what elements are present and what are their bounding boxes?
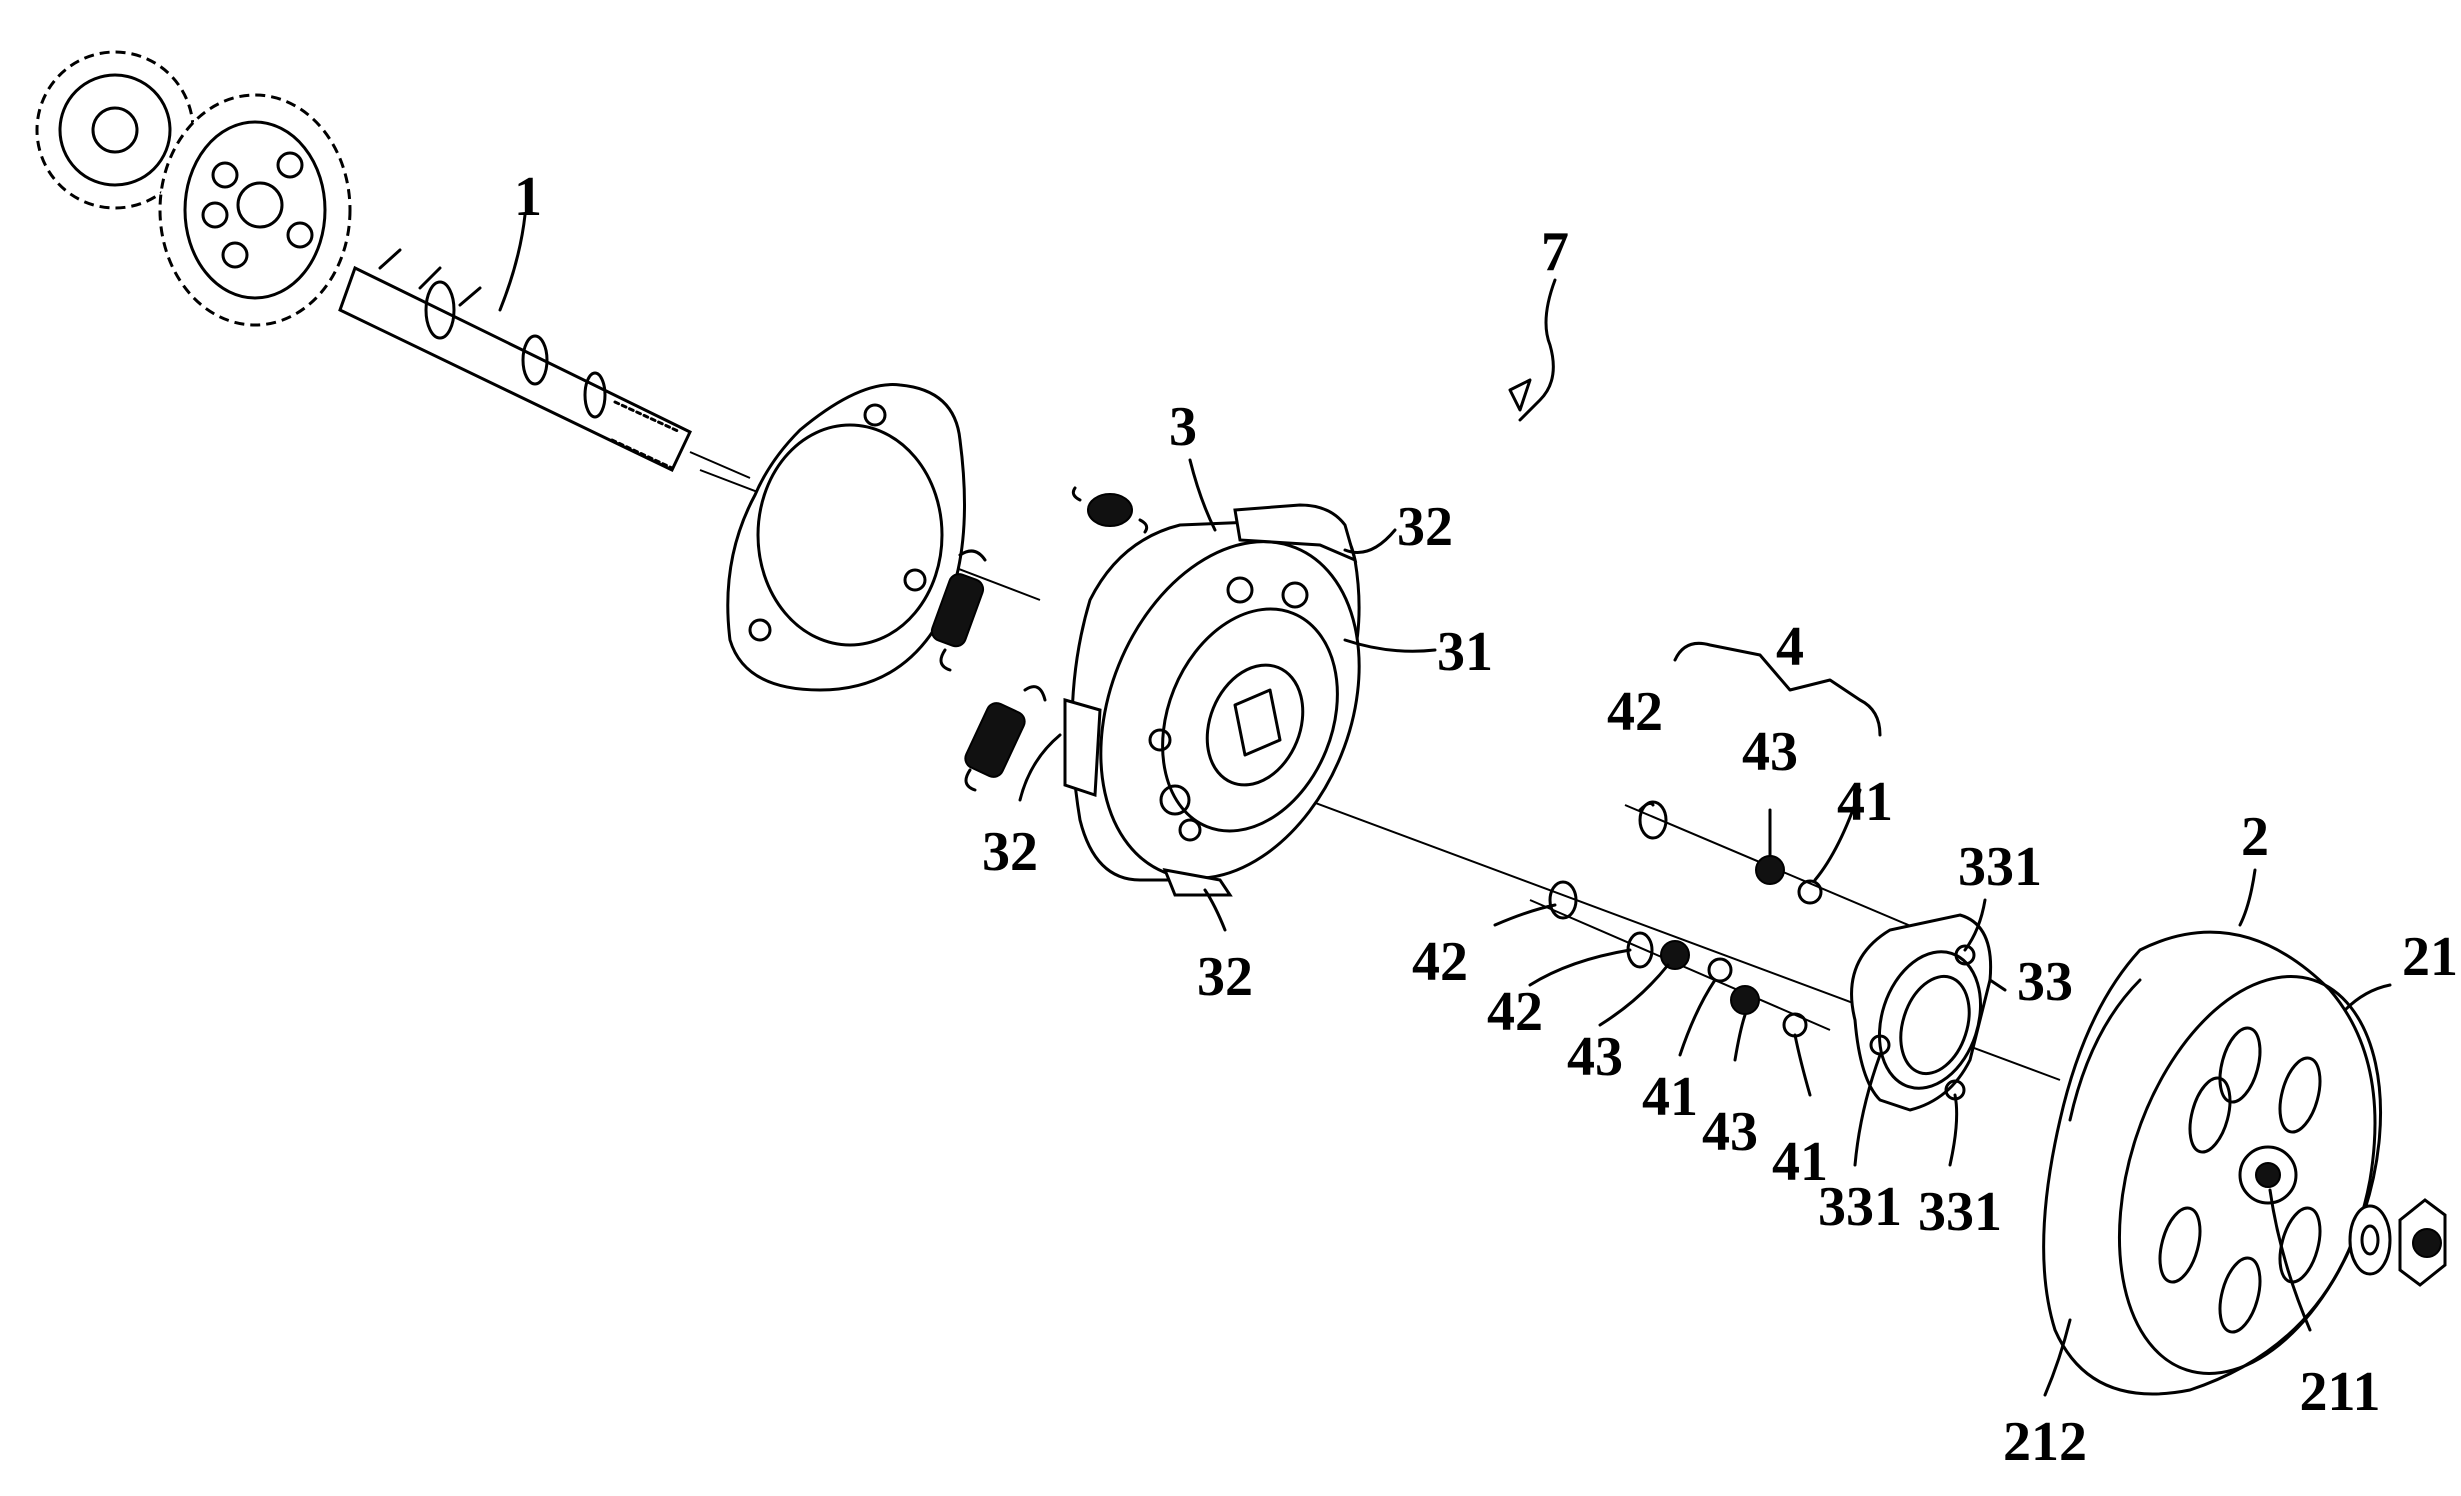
label-shoe-top: 32 (1397, 496, 1453, 558)
label-damper-group: 4 (1776, 616, 1804, 678)
spring-left (962, 687, 1045, 790)
label-clutch-plate: 3 (1169, 396, 1197, 458)
label-washer-a: 41 (1837, 771, 1893, 833)
label-drum-hub: 211 (2300, 1361, 2381, 1423)
drive-gears (37, 52, 350, 325)
main-shaft (340, 250, 750, 478)
label-drum: 2 (2241, 806, 2269, 868)
label-ring-a: 42 (1607, 681, 1663, 743)
clutch-drum (2044, 932, 2428, 1407)
label-hole-right: 331 (1918, 1181, 2002, 1243)
label-shoe-bottom: 32 (1197, 946, 1253, 1008)
label-drum-face: 212 (2003, 1411, 2087, 1473)
label-ball-b: 43 (1567, 1026, 1623, 1088)
label-plate-face: 31 (1437, 621, 1493, 683)
label-hole-left: 331 (1818, 1176, 1902, 1238)
label-ring-b: 42 (1412, 931, 1468, 993)
label-ball-a: 43 (1742, 721, 1798, 783)
label-ring-c: 42 (1487, 981, 1543, 1043)
label-retainer: 33 (2017, 951, 2073, 1013)
clutch-plate-assembly (1053, 503, 1407, 917)
label-drum-rim: 21 (2402, 926, 2458, 988)
label-washer-b: 41 (1642, 1066, 1698, 1128)
nut-washer (2350, 1200, 2445, 1285)
gasket-plate (728, 385, 965, 690)
large-gear (160, 95, 350, 325)
retainer-plate (1852, 915, 1998, 1110)
label-shoe-left: 32 (982, 821, 1038, 883)
label-ball-c: 43 (1702, 1101, 1758, 1163)
spring-top (1073, 488, 1146, 532)
label-shaft: 1 (514, 166, 542, 228)
label-assembly: 7 (1541, 221, 1569, 283)
label-hole-top: 331 (1958, 836, 2042, 898)
